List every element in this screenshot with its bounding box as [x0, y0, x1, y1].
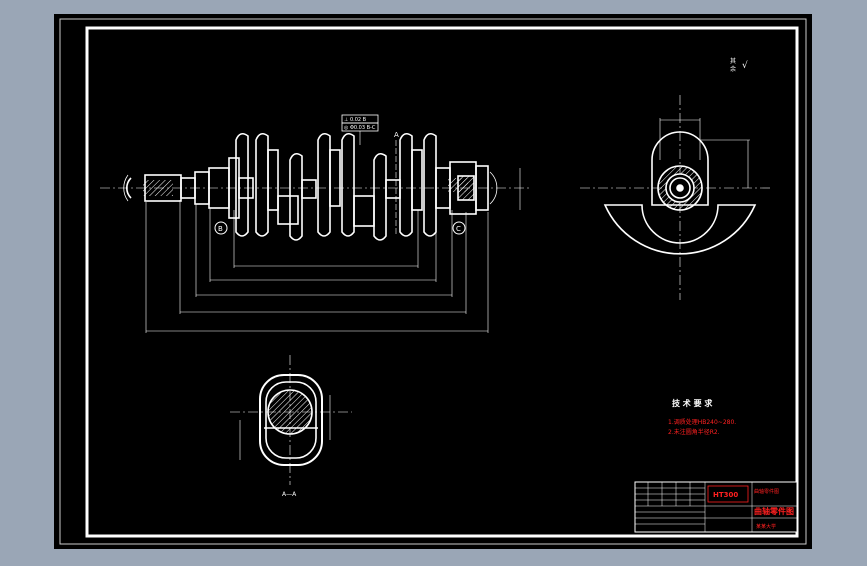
school-name: 某某大学	[756, 523, 776, 530]
section-a-a-view	[230, 355, 352, 485]
dimension-lines	[145, 168, 521, 333]
crankshaft-side-view	[580, 95, 770, 300]
svg-text:其: 其	[730, 57, 736, 65]
outer-border	[59, 18, 807, 545]
title-block: HT300 曲轴零件图 曲轴零件图 某某大学	[634, 481, 798, 533]
tech-req-item-1: 1.调质处理HB240~280.	[668, 418, 736, 426]
datum-b: B	[218, 225, 223, 233]
tech-req-title: 技 术 要 求	[672, 398, 713, 408]
svg-text:√: √	[742, 60, 748, 71]
section-label-a: A	[394, 131, 399, 139]
tolerance-frame-1: ⊥ 0.02 B	[344, 117, 367, 123]
part-name: 曲轴零件图	[754, 506, 794, 516]
technical-requirements: 技 术 要 求 1.调质处理HB240~280. 2.未注圆角半径R2.	[668, 398, 736, 436]
roughness-note: 其 余 √	[730, 57, 748, 73]
tolerance-frame-2: ◎ Φ0.03 B-C	[344, 125, 376, 131]
tech-req-item-2: 2.未注圆角半径R2.	[668, 428, 720, 436]
inner-frame	[85, 26, 799, 538]
tolerance-frames: ⊥ 0.02 B ◎ Φ0.03 B-C	[341, 114, 379, 145]
datum-c: C	[456, 225, 461, 233]
svg-text:余: 余	[730, 65, 736, 73]
paper-sheet	[54, 14, 812, 549]
material-code: HT300	[713, 491, 738, 499]
section-view-label: A—A	[282, 491, 297, 498]
part-name-small: 曲轴零件图	[754, 488, 779, 495]
